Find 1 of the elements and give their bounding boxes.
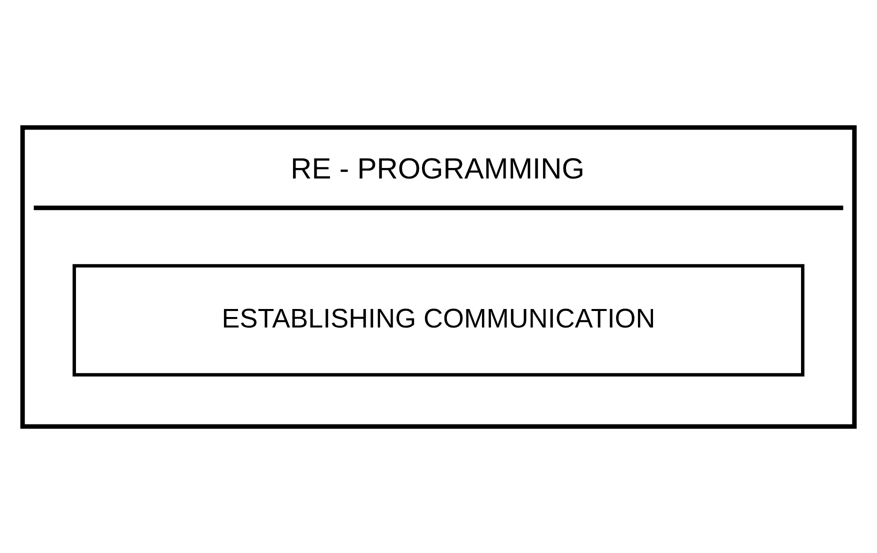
node-box: ESTABLISHING COMMUNICATION [72,264,804,376]
